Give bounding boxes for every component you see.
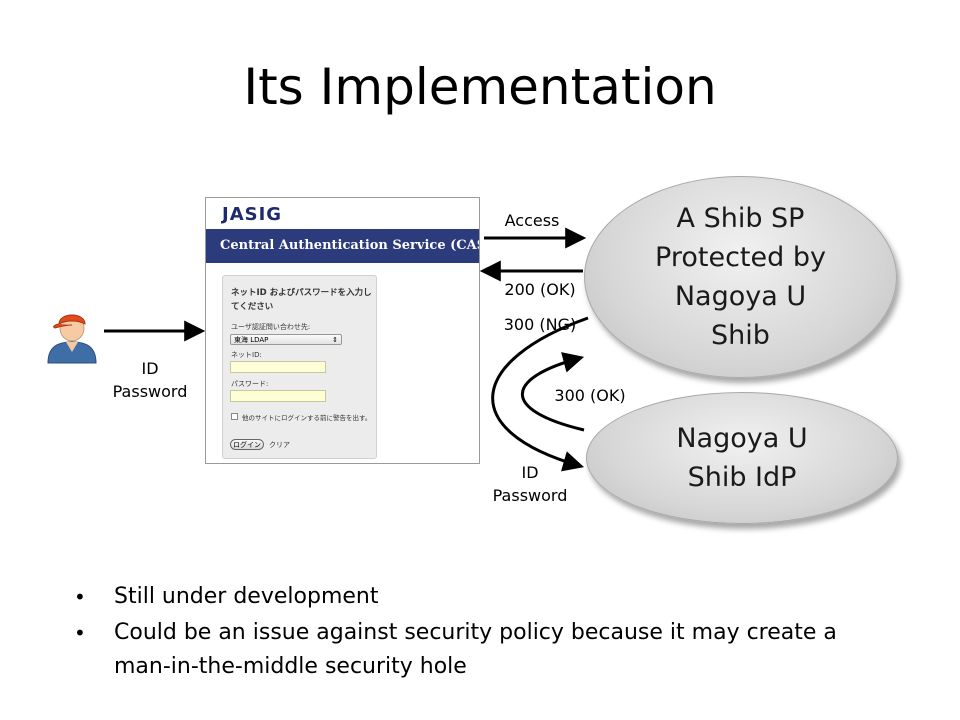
bullet-text: Still under development — [114, 584, 379, 609]
password-field[interactable] — [230, 390, 326, 402]
status-300-ok-label: 300 (OK) — [554, 386, 626, 405]
sp-line-4: Shib — [711, 320, 770, 351]
redirect-to-idp-arrow — [491, 316, 589, 472]
org-label: ユーザ認証問い合わせ先: — [231, 323, 311, 331]
clear-link[interactable]: クリア — [269, 441, 290, 449]
slide-title: Its Implementation — [243, 58, 717, 116]
bullet-item: • Could be an issue against security poli… — [74, 616, 894, 684]
cas-login-panel: ネットID およびパスワードを入力してください ユーザ認証問い合わせ先: 東海 … — [222, 275, 377, 459]
status-300-ng-label: 300 (NG) — [503, 315, 577, 334]
warn-label: 他のサイトにログインする前に警告を出す。 — [242, 414, 372, 422]
cas-login-heading: ネットID およびパスワードを入力してください — [231, 288, 372, 312]
user-credentials-id: ID — [141, 359, 159, 378]
sp-line-1: A Shib SP — [676, 203, 805, 234]
user-credentials-password: Password — [112, 382, 188, 401]
cas-header: Central Authentication Service (CAS) — [206, 229, 479, 263]
warn-checkbox[interactable] — [231, 413, 238, 420]
idp-credentials-id: ID — [521, 463, 539, 482]
org-select[interactable]: 東海 LDAP ⇕ — [230, 334, 342, 345]
user-icon — [47, 314, 97, 364]
jasig-logo-text: JASIG — [222, 204, 283, 225]
shib-idp-node: Nagoya U Shib IdP — [586, 392, 898, 524]
jasig-logo: JASIG — [222, 204, 282, 225]
bullet-icon: • — [74, 585, 86, 609]
access-label: Access — [504, 211, 560, 230]
bullet-item: • Still under development — [74, 580, 894, 614]
cas-login-screenshot: JASIG Central Authentication Service (CA… — [205, 197, 480, 464]
netid-label: ネットID: — [231, 351, 262, 359]
chevron-down-icon: ⇕ — [332, 336, 338, 344]
org-select-value: 東海 LDAP — [234, 336, 269, 344]
bullet-icon: • — [74, 621, 86, 645]
login-button[interactable]: ログイン — [230, 439, 264, 450]
bullet-text: Could be an issue against security polic… — [114, 620, 837, 679]
idp-credentials-password: Password — [492, 486, 568, 505]
idp-line-1: Nagoya U — [676, 423, 808, 454]
password-label: パスワード: — [231, 380, 269, 388]
shib-sp-node: A Shib SP Protected by Nagoya U Shib — [584, 176, 897, 378]
bullet-list: • Still under development • Could be an is… — [74, 580, 894, 686]
status-200-ok-label: 200 (OK) — [504, 280, 576, 299]
sp-line-2: Protected by — [655, 242, 826, 273]
sp-line-3: Nagoya U — [674, 281, 807, 312]
idp-credentials-label: ID Password — [480, 461, 580, 507]
netid-field[interactable] — [230, 361, 326, 373]
idp-return-arrow — [521, 352, 585, 432]
idp-line-2: Shib IdP — [687, 462, 797, 493]
user-credentials-label: ID Password — [100, 357, 200, 403]
